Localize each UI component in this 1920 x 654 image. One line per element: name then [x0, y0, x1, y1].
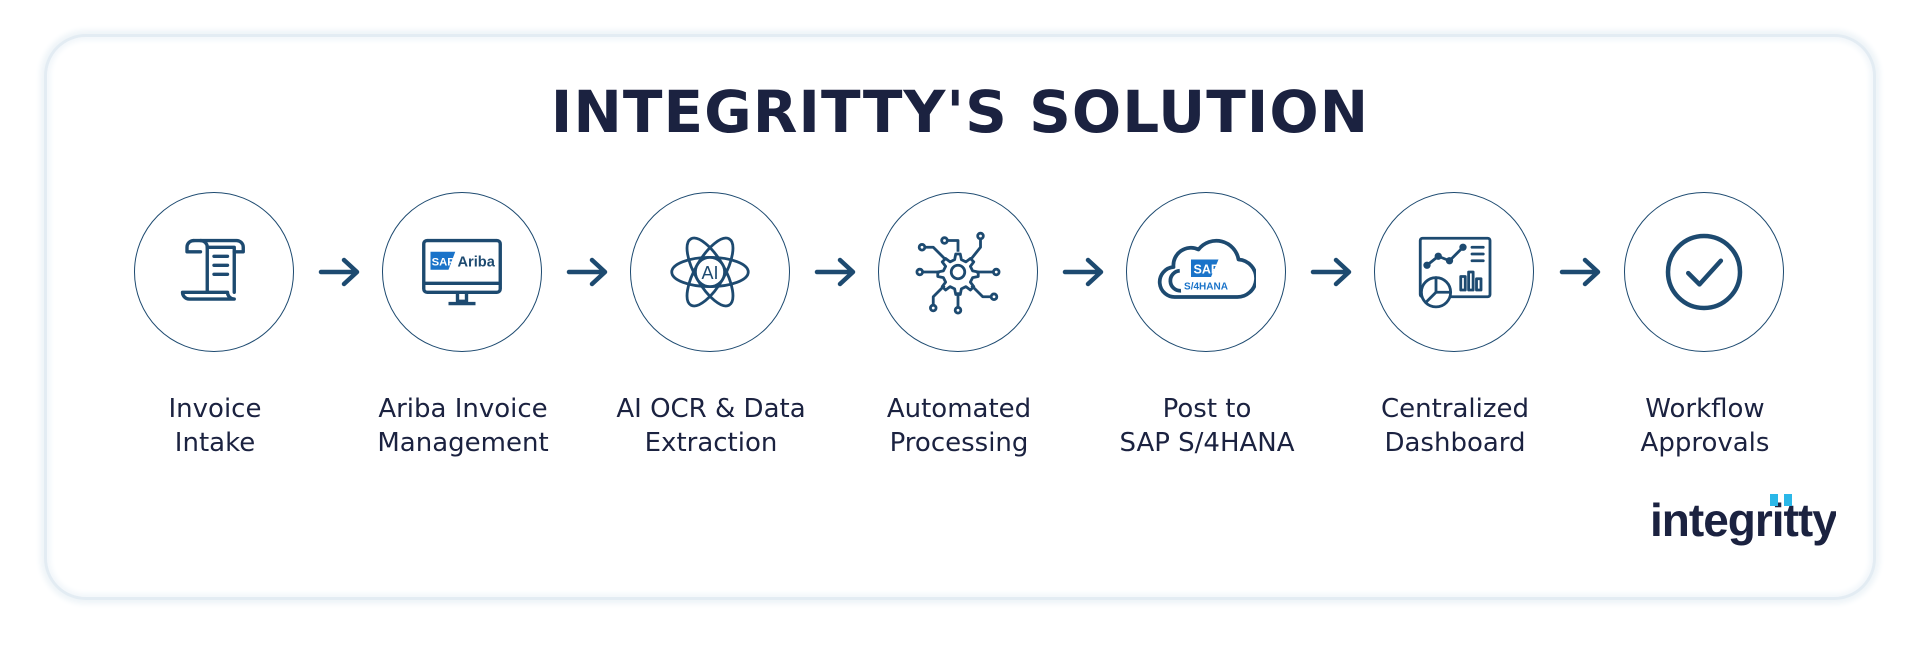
- step-circle: [878, 192, 1038, 352]
- step-circle: [134, 192, 294, 352]
- step-label: Workflow Approvals: [1640, 394, 1770, 458]
- svg-text:integritty: integritty: [1650, 494, 1836, 546]
- svg-text:Ariba: Ariba: [458, 254, 496, 270]
- svg-text:AI: AI: [701, 263, 718, 283]
- step-circle: SAP S/4HANA: [1126, 192, 1286, 352]
- gear-circuit-icon: [915, 231, 1001, 315]
- step-label: Invoice Intake: [168, 394, 262, 458]
- ai-atom-icon: AI: [670, 236, 750, 308]
- arrow-right-icon: [318, 257, 360, 287]
- arrow-right-icon: [814, 257, 856, 287]
- step-workflow-approvals: Workflow Approvals: [1580, 192, 1830, 492]
- invoice-scroll-icon: [180, 238, 245, 301]
- step-label: Ariba Invoice Management: [377, 394, 549, 458]
- svg-text:SAP: SAP: [1194, 262, 1220, 276]
- step-circle: SAP Ariba: [382, 192, 542, 352]
- integritty-logo: integritty: [1650, 494, 1836, 546]
- sap-ariba-monitor-icon: SAP Ariba: [422, 238, 502, 306]
- arrow-right-icon: [1062, 257, 1104, 287]
- step-label: Post to SAP S/4HANA: [1119, 394, 1295, 458]
- step-post-to-sap: SAP S/4HANA Post to SAP S/4HANA: [1082, 192, 1332, 492]
- step-label: AI OCR & Data Extraction: [616, 394, 806, 458]
- arrow-right-icon: [1310, 257, 1352, 287]
- step-ariba-invoice-management: SAP Ariba Ariba Invoice Management: [338, 192, 588, 492]
- step-centralized-dashboard: Centralized Dashboard: [1330, 192, 1580, 492]
- svg-text:S/4HANA: S/4HANA: [1184, 282, 1228, 293]
- dashboard-chart-icon: [1418, 236, 1492, 309]
- arrow-right-icon: [1559, 257, 1601, 287]
- step-label: Centralized Dashboard: [1380, 394, 1530, 458]
- step-invoice-intake: Invoice Intake: [90, 192, 340, 492]
- step-circle: [1624, 192, 1784, 352]
- step-circle: [1374, 192, 1534, 352]
- step-circle: AI: [630, 192, 790, 352]
- svg-text:SAP: SAP: [432, 256, 456, 268]
- arrow-right-icon: [566, 257, 608, 287]
- step-ai-ocr-extraction: AI AI OCR & Data Extraction: [586, 192, 836, 492]
- step-automated-processing: Automated Processing: [834, 192, 1084, 492]
- page-title: INTEGRITTY'S SOLUTION: [550, 78, 1370, 146]
- checkmark-circle-icon: [1665, 233, 1743, 311]
- sap-cloud-icon: SAP S/4HANA: [1157, 238, 1256, 299]
- step-label: Automated Processing: [886, 394, 1032, 458]
